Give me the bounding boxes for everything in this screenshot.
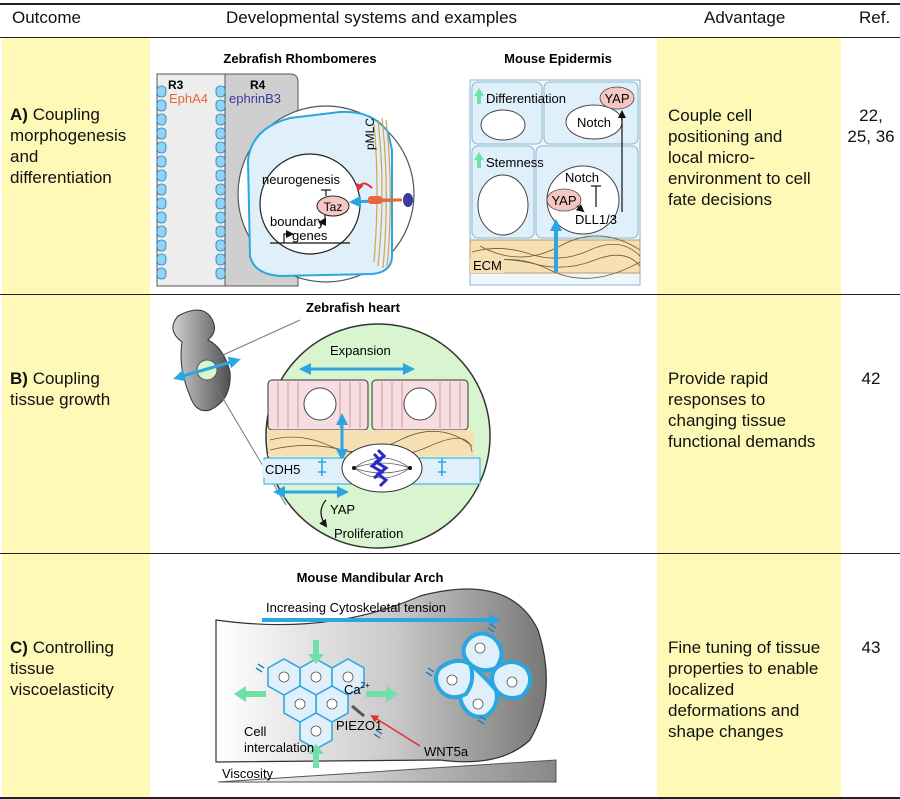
viscosity-wedge xyxy=(217,759,557,783)
green-arrow-bottom-head xyxy=(308,744,324,754)
epha4-label: EphA4 xyxy=(169,91,208,106)
taz-ellipse xyxy=(316,195,350,217)
yap-top-ellipse xyxy=(599,86,635,110)
header-advantage: Advantage xyxy=(704,8,786,27)
ecm-label-bg xyxy=(470,258,504,273)
header-ref: Ref. xyxy=(859,8,891,27)
ref-b: 42 xyxy=(861,369,881,388)
calcium-label: Ca2+ xyxy=(344,681,370,697)
lower-nucleus-left xyxy=(477,174,529,236)
header-rule xyxy=(0,37,900,38)
header-systems: Developmental systems and examples xyxy=(226,8,518,27)
header-outcome: Outcome xyxy=(12,8,81,27)
yap-to-proliferation-arrow xyxy=(319,499,328,528)
zoom-line-top xyxy=(211,319,301,361)
boundary-label: boundary xyxy=(270,214,325,229)
row-divider-2 xyxy=(0,553,900,554)
r4-label: R4 xyxy=(250,78,266,92)
boundary-cells-middle xyxy=(215,85,226,280)
notch-bottom-label: Notch xyxy=(565,170,599,185)
yap-to-dll-arrow xyxy=(575,204,585,213)
hex-nuclei xyxy=(278,671,354,737)
centrosome-left xyxy=(352,466,356,470)
ephrinb3-label: ephrinB3 xyxy=(229,91,281,106)
advantage-c: Fine tuning of tissue properties to enab… xyxy=(668,638,821,741)
piezo-channel xyxy=(351,704,365,718)
upper-nucleus-left xyxy=(480,109,526,141)
top-rule xyxy=(0,3,900,5)
viscosity-label: Viscosity xyxy=(222,766,274,781)
notch-top-label: Notch xyxy=(577,115,611,130)
bottom-rule xyxy=(0,797,900,799)
row-divider-1 xyxy=(0,294,900,295)
neurogenesis-label: neurogenesis xyxy=(262,172,341,187)
stemness-label: Stemness xyxy=(486,155,544,170)
green-arrow-right-head xyxy=(386,686,398,702)
green-arrow-top-head xyxy=(308,654,324,664)
cluster-junctions xyxy=(425,623,497,725)
chromosomes xyxy=(369,448,389,488)
genes-label: genes xyxy=(292,228,328,243)
yap-b-label: YAP xyxy=(330,502,355,517)
advantage-cell-a xyxy=(657,38,841,294)
dividing-cell xyxy=(341,443,423,493)
tension-label: Increasing Cytoskeletal tension xyxy=(266,600,446,615)
stem-up-arrow-head xyxy=(474,152,484,160)
yap-bottom-label: YAP xyxy=(551,193,576,208)
cdh5-junction-left xyxy=(318,458,326,476)
mouse-epidermis-title: Mouse Epidermis xyxy=(504,51,612,66)
dll-label: DLL1/3 xyxy=(575,212,617,227)
advantage-cell-b xyxy=(657,295,841,553)
outcome-b: B) Coupling tissue growth xyxy=(10,369,111,409)
r3-label: R3 xyxy=(168,78,184,92)
wnt-to-piezo-arrow xyxy=(370,714,421,747)
ecm-label: ECM xyxy=(473,258,502,273)
promoter-arrow xyxy=(283,230,294,243)
cell-intercalation-line1: Cell xyxy=(244,724,267,739)
cdh5-junction-right xyxy=(438,458,446,476)
ref-a: 22, 25, 36 xyxy=(847,106,895,146)
four-cell-nuclei xyxy=(446,642,518,710)
green-arrow-left-head xyxy=(234,686,246,702)
outcome-cell-c xyxy=(2,554,150,797)
zebrafish-rhombomeres-title: Zebrafish Rhombomeres xyxy=(223,51,376,66)
wnt5a-label: WNT5a xyxy=(424,744,469,759)
taz-to-genes-arrow xyxy=(318,215,327,226)
ref-c: 43 xyxy=(861,638,881,657)
diff-up-arrow-head xyxy=(474,88,484,96)
heart-expansion-arrow xyxy=(173,356,241,382)
advantage-cell-c xyxy=(657,554,841,797)
mandibular-arch-title: Mouse Mandibular Arch xyxy=(297,570,444,585)
outcome-c: C) Controlling tissue viscoelasticity xyxy=(10,638,114,699)
centrosome-right xyxy=(408,466,412,470)
cdh5-label: CDH5 xyxy=(265,462,300,477)
cardiomyocyte-right xyxy=(371,379,469,431)
expansion-label: Expansion xyxy=(330,343,391,358)
zebrafish-heart-title: Zebrafish heart xyxy=(306,300,401,315)
cell-intercalation-line2: intercalation xyxy=(244,740,314,755)
eph-receptor xyxy=(368,193,413,207)
advantage-a: Couple cell positioning and local micro-… xyxy=(668,106,811,209)
advantage-b: Provide rapid responses to changing tiss… xyxy=(668,369,816,451)
yap-top-label: YAP xyxy=(604,91,629,106)
outcome-cell-a xyxy=(2,38,150,294)
yap-bottom-ellipse xyxy=(546,188,582,212)
proliferation-label: Proliferation xyxy=(334,526,403,541)
cardiomyocyte-left xyxy=(267,379,369,431)
differentiation-label: Differentiation xyxy=(486,91,566,106)
outcome-cell-b xyxy=(2,295,150,553)
red-signal-arrow xyxy=(356,182,373,192)
outcome-a: A) Coupling morphogenesis and differenti… xyxy=(10,105,127,187)
piezo-label: PIEZO1 xyxy=(336,718,382,733)
hex-junctions xyxy=(255,663,383,739)
pmlc-label: pMLC xyxy=(363,118,377,150)
taz-label: Taz xyxy=(324,200,343,214)
cdh5-label-bg xyxy=(262,460,314,478)
boundary-cells-left xyxy=(156,85,167,280)
actin-fibers xyxy=(373,117,391,269)
